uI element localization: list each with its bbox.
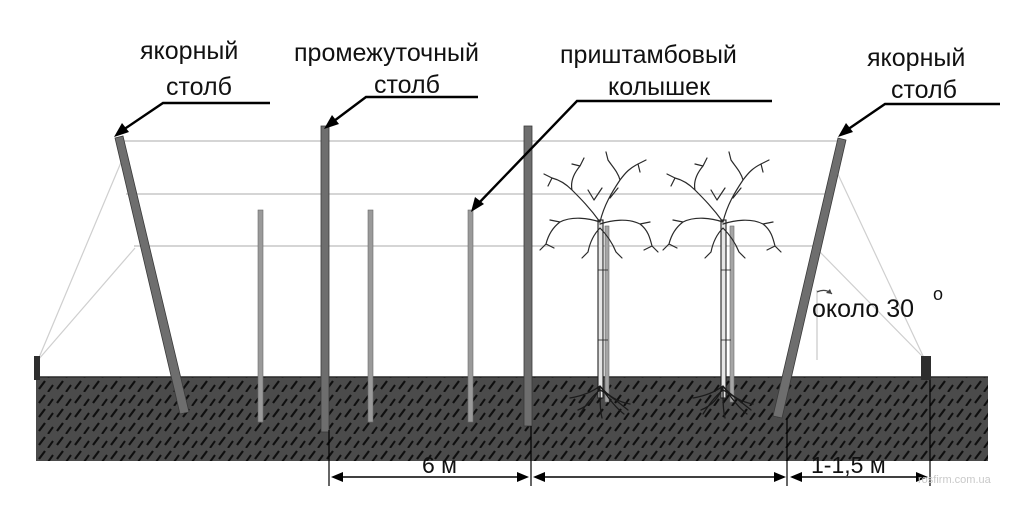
label-intermediate-post-line1: промежуточный (294, 39, 479, 67)
angle-indicator (816, 289, 833, 360)
intermediate-post-1 (320, 125, 330, 433)
tree-2 (662, 151, 782, 419)
stake-3 (467, 209, 474, 423)
label-anchor-post-left-line2: столб (166, 73, 232, 101)
label-angle-degree: o (933, 284, 943, 304)
dimension-span (328, 426, 532, 486)
stay-wire-right-lower (817, 249, 925, 359)
stay-wire-left-lower (37, 247, 136, 361)
dimension-anchor-offset (790, 380, 931, 486)
dimension-middle (533, 418, 788, 486)
anchor-post-right (772, 137, 847, 419)
leader-intermediate-post (329, 95, 478, 125)
label-anchor-post-right-line1: якорный (867, 44, 965, 72)
leader-arrow-anchor-left (114, 123, 129, 137)
watermark: rosfirm.com.ua (918, 474, 992, 486)
stay-wire-left-upper (37, 159, 123, 361)
anchor-post-left (114, 135, 190, 415)
ground-soil (36, 377, 988, 461)
label-stake-line1: приштамбовый (560, 41, 737, 69)
leader-arrow-anchor-right (838, 123, 853, 137)
ground-anchor-right (921, 356, 931, 380)
stake-4 (604, 225, 610, 403)
leader-anchor-post-left (119, 101, 270, 133)
leader-arrow-stake (471, 197, 484, 212)
leader-arrow-intermediate (324, 115, 339, 129)
dimension-anchor-offset-label: 1-1,5 м (811, 452, 886, 478)
roots-tree-1 (569, 385, 631, 419)
leader-stake (475, 99, 772, 207)
intermediate-post-2 (523, 125, 533, 427)
stake-1 (257, 209, 264, 423)
label-stake-line2: колышек (608, 73, 711, 101)
dimension-span-label: 6 м (422, 452, 457, 478)
tree-1 (539, 151, 659, 419)
roots-tree-2 (692, 385, 754, 419)
label-anchor-post-right-line2: столб (891, 76, 957, 104)
label-intermediate-post-line2: столб (374, 71, 440, 99)
label-angle: около 30 (812, 295, 914, 323)
stake-5 (729, 225, 735, 403)
label-anchor-post-left-line1: якорный (140, 37, 238, 65)
ground-anchor-left (34, 356, 40, 380)
leader-anchor-post-right (843, 102, 1000, 133)
stake-2 (367, 209, 374, 423)
stay-wire-right-upper (835, 169, 925, 359)
